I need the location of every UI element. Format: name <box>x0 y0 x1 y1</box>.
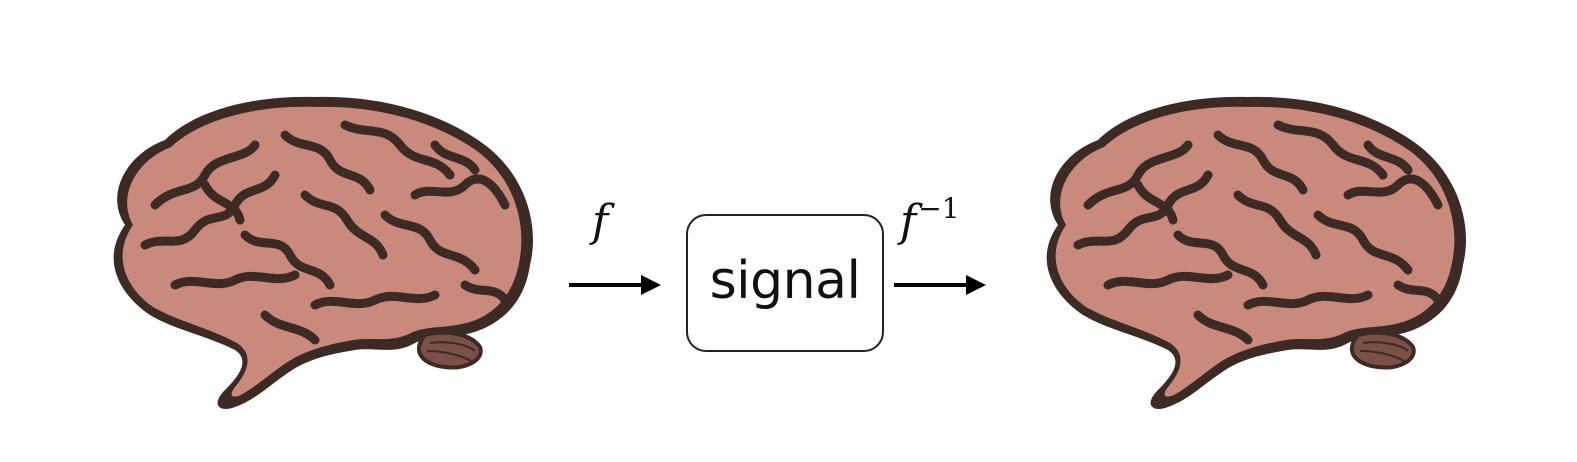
label-f-inverse-base: f <box>900 196 917 247</box>
signal-label: signal <box>709 251 861 311</box>
signal-box: signal <box>686 214 884 352</box>
arrow-f <box>569 275 661 295</box>
label-f-inverse-exponent: −1 <box>918 192 960 225</box>
brain-left-illustration <box>113 96 533 410</box>
arrow-f-inverse <box>894 275 986 295</box>
brain-right-illustration <box>1046 96 1466 410</box>
label-f: f <box>592 196 609 247</box>
label-f-inverse: f−1 <box>900 195 960 244</box>
